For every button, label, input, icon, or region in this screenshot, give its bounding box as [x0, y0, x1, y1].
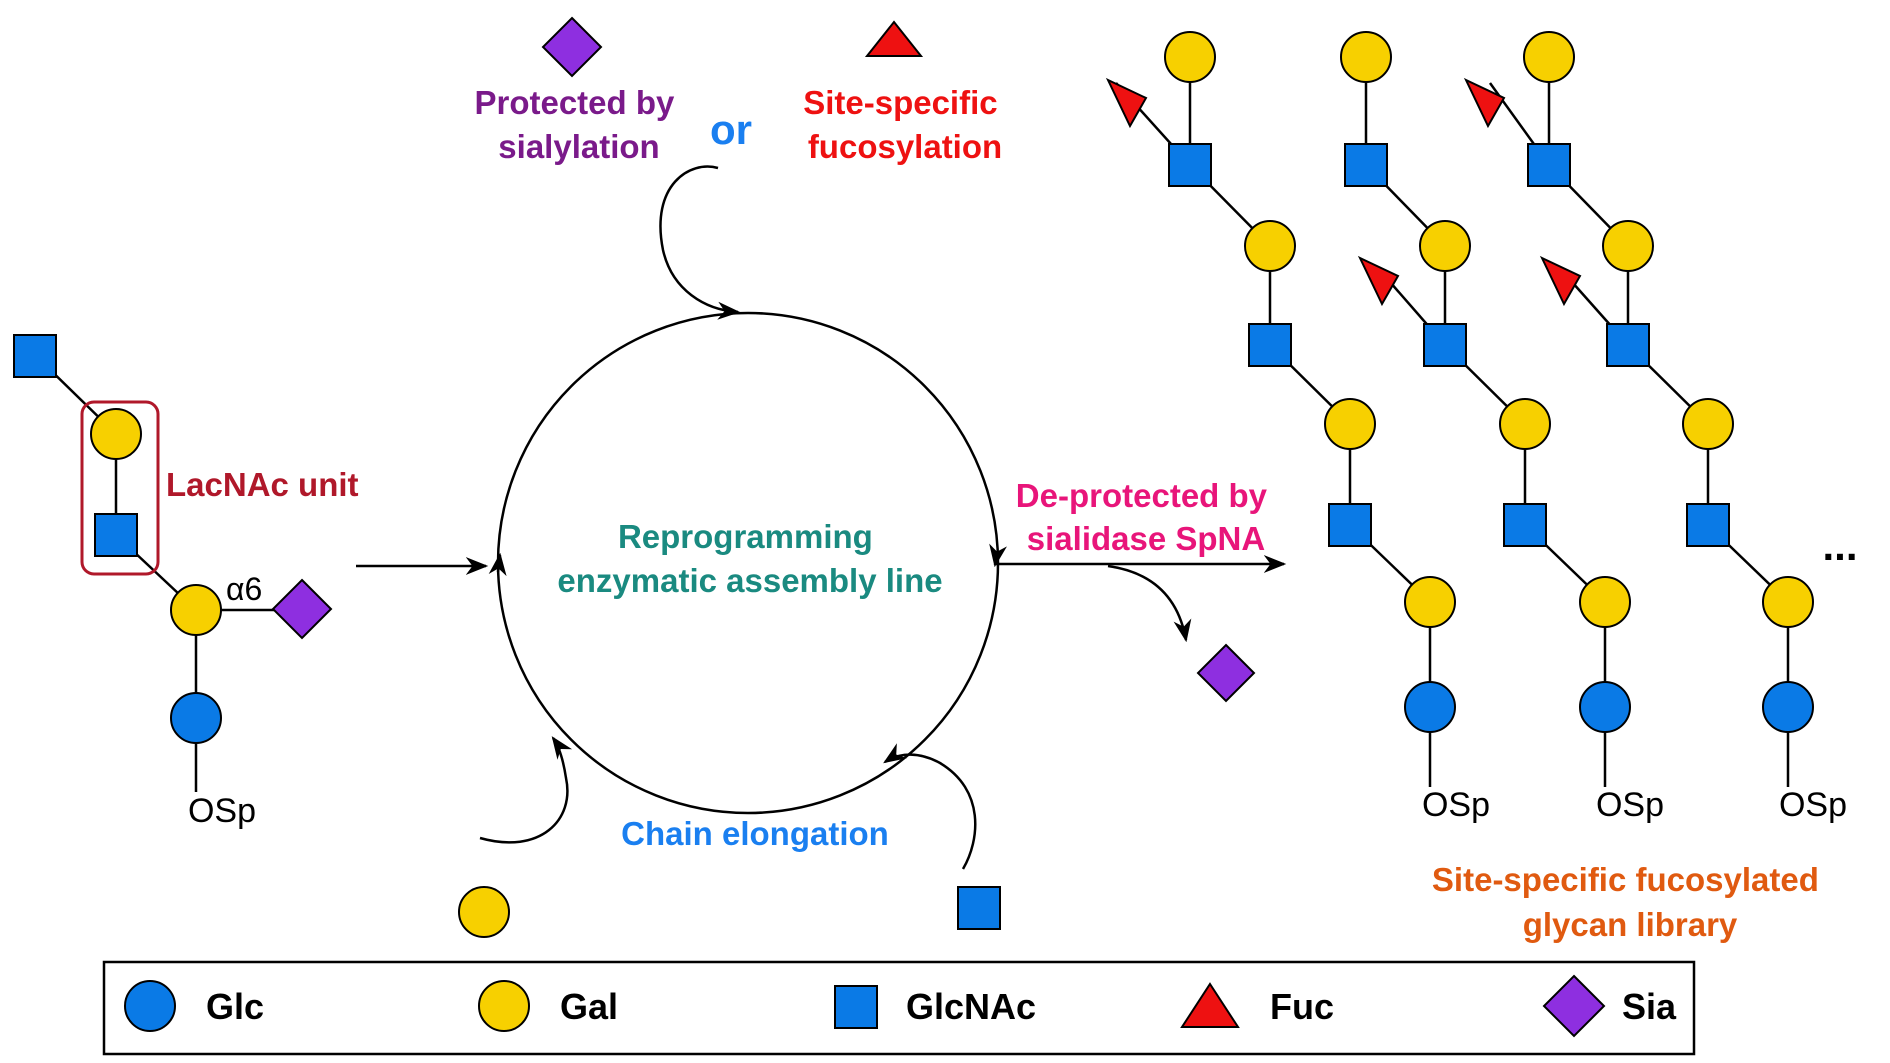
cycle-arrowhead-left [488, 552, 507, 577]
glcnac-square-input [957, 886, 1001, 930]
elongation-label: Chain elongation [621, 815, 889, 852]
gal-circle [1499, 398, 1551, 450]
gal-circle-input [458, 886, 510, 938]
glcnac-square [1328, 503, 1372, 547]
lacnac-label: LacNAc unit [166, 466, 359, 503]
site-specific-label: Site-specific fucosylation [803, 84, 1007, 165]
glcnac-square [834, 985, 878, 1029]
sia-diamond-released [1196, 643, 1256, 703]
glcnac-square [1503, 503, 1547, 547]
legend-label-glcnac: GlcNAc [906, 986, 1036, 1027]
sia-diamond [271, 578, 333, 640]
glc-circle [170, 692, 222, 744]
gal-circle [1602, 220, 1654, 272]
fuc-triangle-top [864, 20, 924, 57]
fuc-triangle [1105, 77, 1148, 129]
glcnac-entry-arrow [883, 743, 977, 870]
or-label: or [710, 106, 752, 153]
glcnac-square [1606, 323, 1650, 367]
deprotected-label: De-protected by sialidase SpNA [1016, 477, 1276, 557]
glc-circle [124, 980, 176, 1032]
gal-circle [1762, 576, 1814, 628]
osp-label: OSp [1596, 786, 1664, 824]
glcnac-square [1344, 143, 1388, 187]
osp-label: OSp [1779, 786, 1847, 824]
legend-label-sia: Sia [1622, 986, 1677, 1027]
gal-circle [1244, 220, 1296, 272]
ellipsis: ... [1822, 522, 1857, 569]
glcnac-square [94, 513, 138, 557]
cycle-arrowhead-right [989, 543, 1007, 568]
fuc-triangle [1463, 77, 1506, 129]
lacnac-box [80, 400, 160, 576]
glcnac-square [1248, 323, 1292, 367]
gal-circle [170, 584, 222, 636]
fuc-triangle [1539, 255, 1582, 307]
glcnac-square [1686, 503, 1730, 547]
sia-diamond [1542, 974, 1606, 1038]
library-label: Site-specific fucosylated glycan library [1432, 861, 1828, 943]
fuc-triangle [1180, 982, 1240, 1028]
glcnac-square [1168, 143, 1212, 187]
gal-circle [1404, 576, 1456, 628]
osp-label: OSp [1422, 786, 1490, 824]
gal-circle [1419, 220, 1471, 272]
gal-circle [90, 408, 142, 460]
protected-label: Protected by sialylation [474, 84, 683, 165]
gal-entry-arrow [479, 736, 573, 844]
center-label: Reprogramming enzymatic assembly line [557, 518, 942, 599]
gal-circle [1682, 398, 1734, 450]
glc-circle [1762, 681, 1814, 733]
gal-circle [1340, 31, 1392, 83]
osp-label: OSp [188, 792, 256, 830]
alpha6-label: α6 [226, 571, 262, 607]
gal-circle [1164, 31, 1216, 83]
gal-circle [1523, 31, 1575, 83]
glcnac-square [13, 334, 57, 378]
legend: Glc Gal GlcNAc Fuc Sia [102, 960, 1696, 1056]
glc-circle [1404, 681, 1456, 733]
legend-label-fuc: Fuc [1270, 986, 1334, 1027]
glcnac-square [1527, 143, 1571, 187]
top-entry-arrow [659, 165, 741, 320]
legend-label-glc: Glc [206, 986, 264, 1027]
sia-release-arrow [1107, 564, 1192, 643]
fuc-triangle [1357, 255, 1400, 307]
legend-label-gal: Gal [560, 986, 618, 1027]
legend-box [102, 960, 1696, 1056]
gal-circle [1579, 576, 1631, 628]
sia-diamond-top [541, 16, 603, 78]
gal-circle [1324, 398, 1376, 450]
gal-circle [478, 980, 530, 1032]
glc-circle [1579, 681, 1631, 733]
glcnac-square [1423, 323, 1467, 367]
